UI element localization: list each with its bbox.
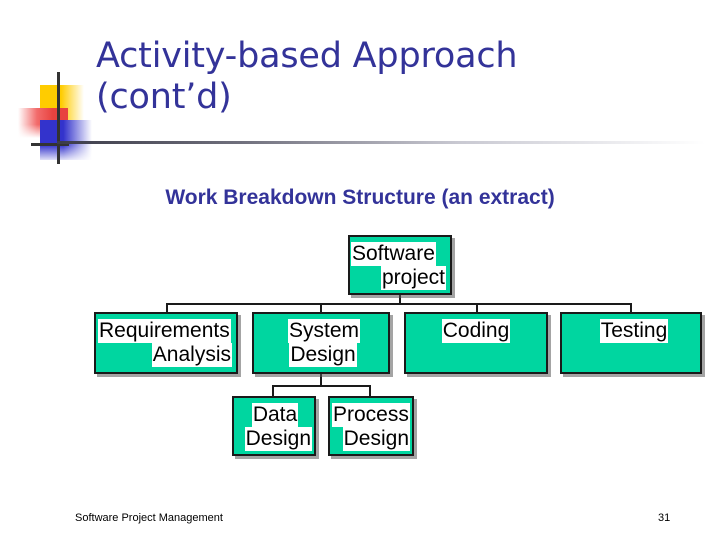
- node-label-line: Testing: [599, 319, 669, 343]
- node-label-line: Data: [251, 403, 299, 427]
- node-label-line: Coding: [441, 319, 511, 343]
- node-data-design[interactable]: Data Design: [232, 396, 316, 456]
- node-label-line: Process: [332, 403, 410, 427]
- connector-drop-requirements-analysis: [166, 303, 168, 313]
- decorative-squares-motif: [18, 72, 122, 164]
- node-requirements-analysis[interactable]: Requirements Analysis: [94, 312, 238, 374]
- connector-system-design-stem: [320, 374, 322, 386]
- node-testing[interactable]: Testing: [560, 312, 702, 374]
- node-coding[interactable]: Coding: [404, 312, 548, 374]
- cross-horizontal-rule: [31, 143, 69, 146]
- connector-level2-bus: [272, 385, 371, 387]
- footer-text: Software Project Management: [75, 512, 223, 524]
- connector-level1-bus: [166, 303, 632, 305]
- connector-drop-process-design: [369, 385, 371, 397]
- node-system-design[interactable]: System Design: [252, 312, 390, 374]
- diagram-heading: Work Breakdown Structure (an extract): [165, 186, 555, 209]
- connector-root-stem: [399, 295, 401, 304]
- node-label-line: project: [380, 266, 446, 290]
- page-title: Activity-based Approach (cont’d): [96, 36, 518, 117]
- node-label-line: Design: [342, 427, 410, 451]
- connector-drop-coding: [476, 303, 478, 313]
- cross-vertical-rule: [57, 72, 60, 164]
- connector-drop-system-design: [320, 303, 322, 313]
- connector-drop-testing: [630, 303, 632, 313]
- node-label-line: Design: [289, 343, 357, 367]
- node-label-line: Design: [244, 427, 312, 451]
- node-label-line: System: [287, 319, 360, 343]
- node-label-line: Analysis: [151, 343, 232, 367]
- node-label-line: Requirements: [98, 319, 231, 343]
- connector-drop-data-design: [272, 385, 274, 397]
- node-software-project[interactable]: Software project: [348, 235, 452, 295]
- node-process-design[interactable]: Process Design: [328, 396, 414, 456]
- blue-square-fade: [40, 120, 92, 160]
- node-label-line: Software: [351, 242, 436, 266]
- title-underline-rule: [57, 141, 705, 144]
- page-number: 31: [658, 512, 671, 524]
